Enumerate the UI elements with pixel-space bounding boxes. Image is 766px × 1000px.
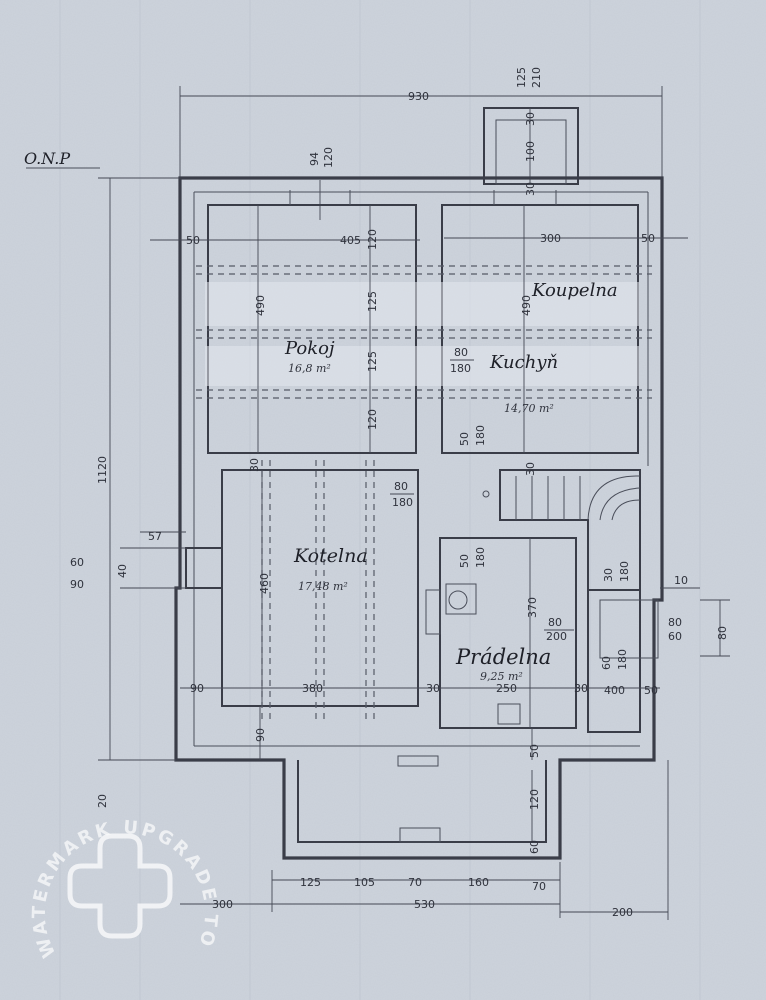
dim-win-60: 60 <box>70 556 84 569</box>
dim-b-70-b: 70 <box>532 880 546 893</box>
room-name-kuchyn: Kuchyň <box>489 352 558 373</box>
dim-door-180-c: 180 <box>392 496 413 509</box>
dim-right-80-b: 80 <box>716 626 729 640</box>
dim-b-530: 530 <box>414 898 435 911</box>
dim-door-180-b: 180 <box>474 425 487 446</box>
dim-kotelna-depth: 460 <box>258 573 271 594</box>
dim-door-80-a: 80 <box>454 346 468 359</box>
dim-wall-30-a: 30 <box>248 458 261 472</box>
dim-right-wall-50: 50 <box>641 232 655 245</box>
dim-bottom-v-90: 90 <box>254 728 267 742</box>
room-name-koupelna: Koupelna <box>531 280 618 301</box>
room-kuchyn-walls <box>441 204 639 454</box>
dim-pradelna-depth: 370 <box>526 597 539 618</box>
dim-kotelna-left-90: 90 <box>190 682 204 695</box>
dim-right-10: 10 <box>674 574 688 587</box>
floor-label: O.N.P <box>24 149 70 168</box>
dim-b-105: 105 <box>354 876 375 889</box>
dim-duct-a: 30 <box>524 112 537 126</box>
dim-pradelna-width: 250 <box>496 682 517 695</box>
dim-v-120-top: 120 <box>366 229 379 250</box>
left-window: 57 60 90 40 <box>70 530 223 591</box>
plus-cross-icon <box>67 833 173 939</box>
room-area-kotelna: 17,48 m² <box>298 580 348 593</box>
dim-pokoj-depth: 490 <box>254 295 267 316</box>
dim-door-50-b: 50 <box>458 554 471 568</box>
room-area-kuchyn: 14,70 m² <box>504 402 554 415</box>
dim-wall-30-c: 30 <box>426 682 440 695</box>
bottom-dimensions: 125 105 70 160 70 300 530 200 <box>180 760 669 920</box>
dim-left-wall-50: 50 <box>186 234 200 247</box>
ceiling-beams <box>196 265 652 720</box>
dim-right-80-a: 80 <box>668 616 682 629</box>
dim-b-300: 300 <box>212 898 233 911</box>
dim-door-80-c: 80 <box>548 616 562 629</box>
right-annex <box>599 599 659 659</box>
dim-stair-width-400: 400 <box>604 684 625 697</box>
dim-right-50: 50 <box>644 684 658 697</box>
top-duct: 30 100 30 <box>483 107 579 196</box>
lower-dimensions: 90 380 30 250 30 400 50 90 50 120 60 20 <box>96 682 660 854</box>
room-name-pokoj: Pokoj <box>284 338 335 359</box>
dim-b-200: 200 <box>612 906 633 919</box>
dim-door-200: 200 <box>546 630 567 643</box>
room-pokoj-walls <box>207 204 417 454</box>
dim-chimney-a: 94 <box>308 152 321 166</box>
dim-b-125: 125 <box>300 876 321 889</box>
dim-door-80-b: 80 <box>394 480 408 493</box>
dim-left-total: 1120 <box>96 456 109 484</box>
dim-pokoj-width: 405 <box>340 234 361 247</box>
dim-bottom-v-60: 60 <box>528 840 541 854</box>
dim-door-60-c: 60 <box>600 656 613 670</box>
laundry-fixtures <box>425 490 521 725</box>
upper-dimensions: 50 405 300 50 490 490 120 125 125 120 80… <box>150 205 688 476</box>
dim-bottom-v-120: 120 <box>528 789 541 810</box>
dim-v-125-b: 125 <box>366 351 379 372</box>
dim-bottom-v-50: 50 <box>528 744 541 758</box>
dim-door-180-a: 180 <box>450 362 471 375</box>
staircase <box>499 469 641 733</box>
room-name-kotelna: Kotelna <box>293 545 368 567</box>
dim-door-50-a: 50 <box>458 432 471 446</box>
dim-wall-30-b: 30 <box>524 462 537 476</box>
bottom-annex <box>297 755 547 843</box>
middle-dimensions: 80 180 460 50 180 370 30 180 10 80 60 80… <box>258 470 730 728</box>
dim-stair-30: 30 <box>602 568 615 582</box>
dim-stair-180: 180 <box>618 561 631 582</box>
paper-vertical-streaks <box>59 0 701 1000</box>
dim-b-160: 160 <box>468 876 489 889</box>
dim-door-180-e: 180 <box>616 649 629 670</box>
room-name-pradelna: Prádelna <box>455 645 551 669</box>
dim-kotelna-width: 380 <box>302 682 323 695</box>
dim-bottom-v-20: 20 <box>96 794 109 808</box>
dim-wall-30-d: 30 <box>574 682 588 695</box>
dim-win-40: 40 <box>116 564 129 578</box>
dim-kuchyn-depth: 490 <box>520 295 533 316</box>
dim-duct-b: 100 <box>524 141 537 162</box>
dim-chimney-b: 120 <box>322 147 335 168</box>
dim-b-70-a: 70 <box>408 876 422 889</box>
dim-v-125-a: 125 <box>366 291 379 312</box>
room-area-pokoj: 16,8 m² <box>288 362 331 375</box>
dim-top-right-a: 125 <box>515 67 528 88</box>
dim-duct-c: 30 <box>524 182 537 196</box>
room-area-pradelna: 9,25 m² <box>480 670 523 683</box>
dim-kuchyn-width: 300 <box>540 232 561 245</box>
dim-door-180-d: 180 <box>474 547 487 568</box>
dim-top-total: 930 <box>408 90 429 103</box>
left-dimension: 1120 <box>96 177 180 761</box>
dim-win-90: 90 <box>70 578 84 591</box>
dim-right-60: 60 <box>668 630 682 643</box>
dim-top-right-b: 210 <box>530 67 543 88</box>
dim-window-57: 57 <box>148 530 162 543</box>
top-dimension: 930 125 210 <box>179 67 663 180</box>
dim-v-120-bot: 120 <box>366 409 379 430</box>
